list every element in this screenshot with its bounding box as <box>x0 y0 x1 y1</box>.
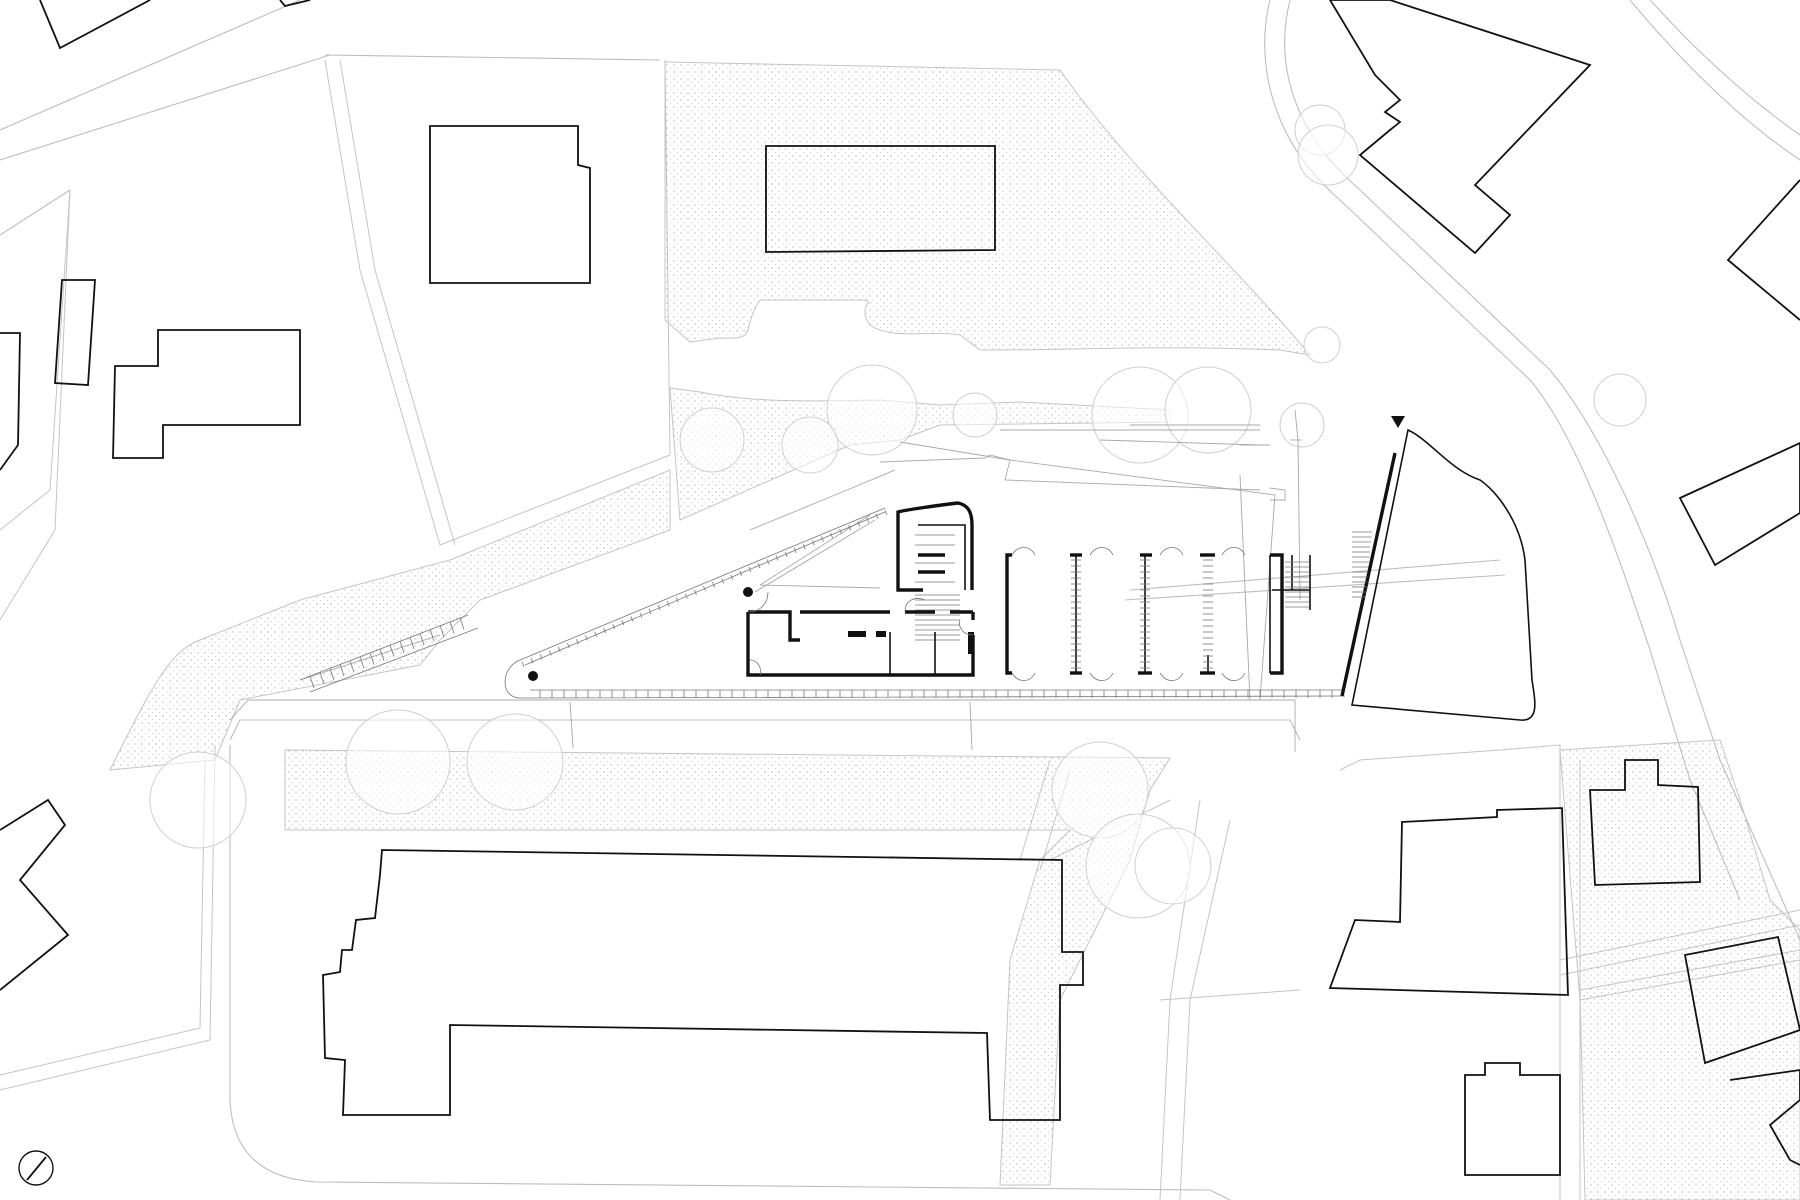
building-east-edge <box>1726 179 1800 321</box>
planted-area-west-strip <box>109 469 671 771</box>
stair-core-treads <box>915 594 960 641</box>
east-boundary-wall <box>1340 452 1397 697</box>
project-site-outline <box>229 409 1302 752</box>
column-center <box>743 587 753 597</box>
east-wedge-block <box>1351 428 1536 721</box>
west-ramp-stair <box>299 614 479 693</box>
forecourt-edge-hatch <box>521 509 888 668</box>
building-west-left-edge <box>0 332 21 471</box>
building-southeast-corner <box>1729 1069 1800 1166</box>
building-southwest <box>0 798 70 991</box>
east-stair <box>1352 531 1372 598</box>
north-arrow-icon <box>18 1150 54 1186</box>
building-west-thin <box>54 279 96 386</box>
building-northeast-cross <box>1328 0 1592 255</box>
project-building <box>299 428 1536 721</box>
forecourt-bottom-hatch <box>539 690 1333 698</box>
building-north-rect <box>765 145 996 253</box>
planted-area-east-2 <box>1579 949 1800 1200</box>
trees <box>149 104 1647 919</box>
building-east-rect <box>1678 442 1800 567</box>
planted-areas <box>109 61 1800 1200</box>
column-west <box>528 671 538 681</box>
building-topleft-corner <box>39 0 151 50</box>
building-north-square <box>429 125 591 284</box>
forecourt <box>504 507 1346 699</box>
building-southeast-2 <box>1589 759 1701 886</box>
entrance-triangle-icon <box>1391 416 1405 428</box>
stair-core-wall <box>896 501 974 590</box>
west-wing-wall <box>746 612 975 677</box>
building-southeast-4 <box>1464 1062 1561 1176</box>
classroom-shelving <box>1071 559 1309 669</box>
east-wing-wall-west <box>1005 553 1012 675</box>
building-top-stub <box>279 0 311 8</box>
building-west-lshape <box>112 329 301 459</box>
planted-area-north <box>664 61 1312 356</box>
building-school-south <box>322 849 1084 1121</box>
building-southeast-3 <box>1683 935 1800 1065</box>
forecourt-boundary <box>504 507 1346 699</box>
building-southeast-1 <box>1328 807 1569 996</box>
